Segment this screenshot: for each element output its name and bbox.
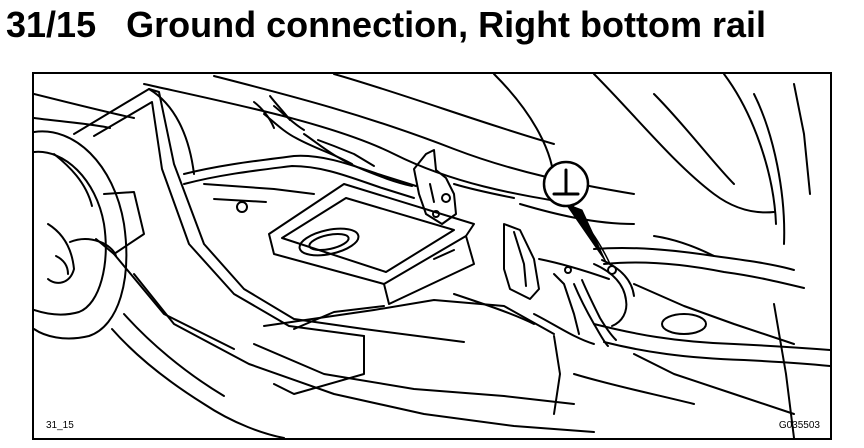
section-title: Ground connection, Right bottom rail	[126, 4, 767, 45]
vehicle-floor-illustration	[34, 74, 830, 438]
page-heading: 31/15 Ground connection, Right bottom ra…	[6, 2, 766, 48]
figure-reference-left: 31_15	[46, 420, 74, 431]
body-panel-drawing	[143, 74, 811, 245]
ground-symbol	[542, 160, 590, 208]
illustration-frame: 31_15 G035503	[32, 72, 832, 440]
ground-callout-leader	[565, 201, 611, 265]
figure-reference-right: G035503	[778, 420, 820, 431]
bracket-and-harness-drawing	[183, 95, 515, 225]
steering-wheel-drawing	[34, 130, 128, 340]
floor-plate-drawing	[203, 183, 475, 305]
ground-cable-drawing	[564, 259, 635, 347]
section-number: 31/15	[6, 4, 97, 45]
center-tunnel-drawing	[73, 88, 595, 433]
right-rail-drawing	[453, 223, 830, 438]
